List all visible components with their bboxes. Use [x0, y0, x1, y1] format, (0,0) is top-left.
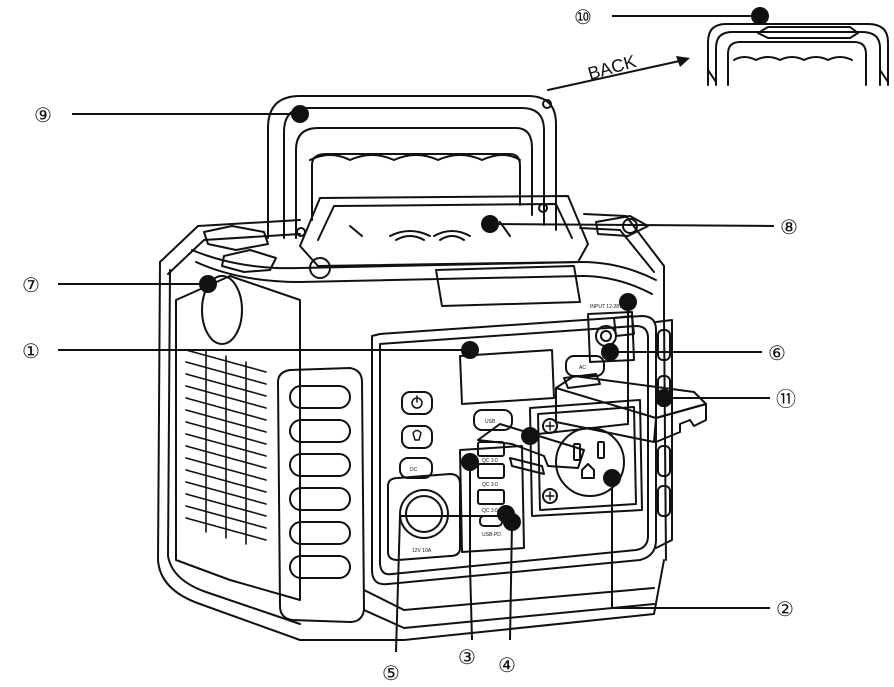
power-button[interactable]: [401, 391, 433, 415]
callout-3: ③: [458, 645, 476, 669]
usb-panel: [459, 445, 525, 553]
callout-8: ⑧: [780, 215, 798, 239]
carry-handle: [267, 95, 557, 239]
ac-button-label: AC: [579, 365, 586, 371]
car-port-label: 12V 10A: [412, 548, 432, 554]
usb-dust-cover[interactable]: [477, 423, 585, 469]
input-label: INPUT 12-28V: [590, 304, 623, 310]
handle-back-inset: [707, 23, 889, 86]
callout-11: ⑪: [776, 387, 796, 411]
callout-7: ⑦: [22, 273, 40, 297]
callout-1: ①: [22, 339, 40, 363]
side-vent: [185, 349, 267, 545]
wireless-charging-pad: [299, 195, 589, 267]
body-top-outline: [159, 213, 665, 317]
qc-label-3: QC 3.0: [482, 508, 498, 514]
leader-lines: [58, 15, 775, 653]
ac-outlet-panel: [529, 399, 643, 517]
dc-button[interactable]: [399, 457, 433, 479]
qc-label-2: QC 3.0: [482, 482, 498, 488]
dc-input-cover: [587, 311, 635, 363]
light-button[interactable]: [401, 425, 433, 449]
top-window: [435, 265, 581, 307]
usb-a-port-3: [477, 489, 505, 505]
callout-9: ⑨: [34, 103, 52, 127]
side-grip: [277, 367, 365, 623]
qc-label-1: QC 3.0: [482, 458, 498, 464]
callout-10: ⑩: [574, 5, 592, 29]
car-port-panel: [387, 473, 461, 561]
usb-a-port-2: [477, 463, 505, 479]
usb-button-label: USB: [485, 419, 496, 425]
pointer-dots: [199, 7, 769, 531]
back-label: BACK: [586, 51, 639, 84]
front-face: [371, 315, 657, 586]
lcd-screen: [459, 349, 555, 405]
callout-6: ⑥: [768, 341, 786, 365]
side-light: [201, 275, 243, 345]
callout-5: ⑤: [382, 661, 400, 685]
callout-2: ②: [776, 597, 794, 621]
car-port: [399, 489, 449, 539]
usb-pd-label: USB-PD: [482, 532, 501, 538]
callout-4: ④: [498, 653, 516, 677]
dc-button-label: DC: [410, 467, 418, 473]
back-arrow: [547, 59, 685, 91]
